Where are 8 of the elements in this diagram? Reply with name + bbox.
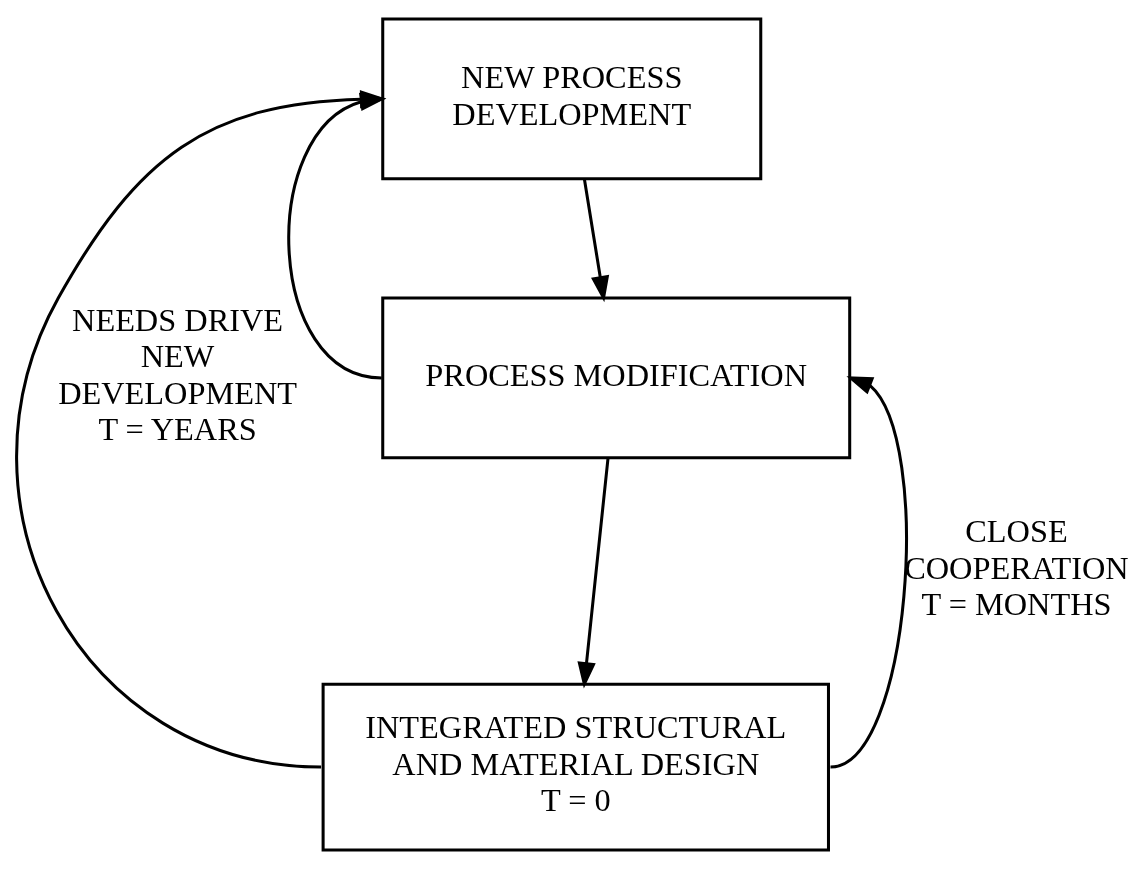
arrow <box>830 376 908 769</box>
node-box: PROCESS MODIFICATION <box>381 296 852 460</box>
node-box: INTEGRATED STRUCTURAL AND MATERIAL DESIGN T = 0 <box>321 682 830 852</box>
node-box: NEW PROCESS DEVELOPMENT <box>381 17 763 181</box>
arrow <box>582 178 610 303</box>
edge-label: NEEDS DRIVE NEW DEVELOPMENT T = YEARS <box>58 302 297 448</box>
edge-label: CLOSE COOPERATION T = MONTHS <box>904 513 1129 623</box>
arrow <box>577 457 610 689</box>
